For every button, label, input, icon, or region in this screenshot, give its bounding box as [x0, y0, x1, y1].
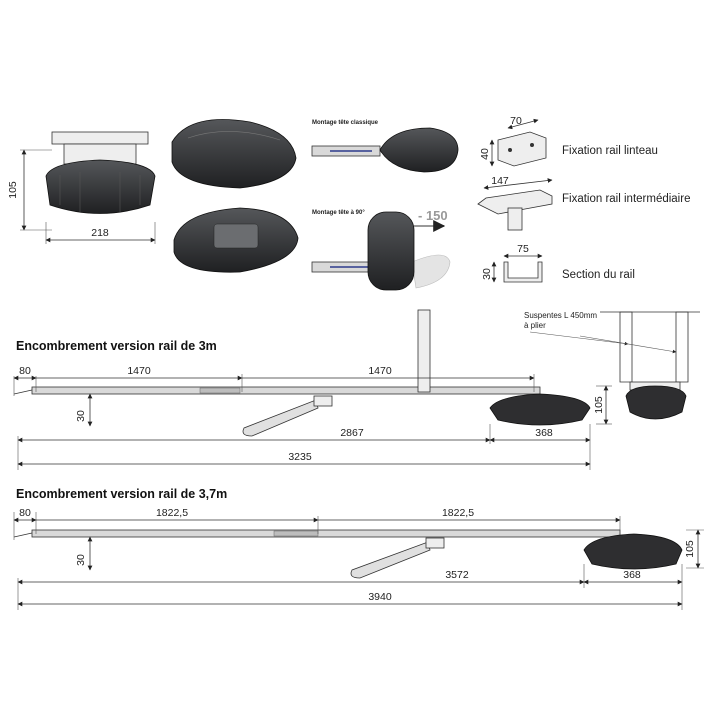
motor-front-view [45, 131, 156, 214]
rotated-mount-offset: - 150 [418, 208, 448, 223]
rail-37m-dimensions: 80 1822,5 1822,5 30 3572 368 3940 105 [13, 507, 704, 610]
classic-mount-view: Montage tête classique [311, 120, 459, 173]
hanger-detail: Suspentes L 450mm à plier [524, 311, 700, 420]
front-view-height-value: 105 [7, 181, 19, 199]
rail-3m-total: 3235 [288, 451, 312, 463]
rail-37m-travel: 3572 [445, 569, 469, 581]
rail-3m-height: 30 [75, 410, 87, 422]
front-view-width-dimension: 218 [45, 222, 156, 244]
rotated-mount-view: Montage tête à 90° - 150 [311, 208, 451, 291]
motor-housing [45, 159, 156, 214]
rail-3m-rail [31, 386, 541, 395]
rail-section-part: 75 30 Section du rail [481, 243, 635, 283]
rail-37m-height: 30 [75, 554, 87, 566]
rail-3m-seg1: 1470 [127, 365, 151, 377]
intermediate-fixing-part: 147 Fixation rail intermédiaire [477, 175, 690, 231]
rail-37m-section: Encombrement version rail de 3,7m [13, 487, 683, 579]
rail-37m-seg2: 1822,5 [442, 507, 474, 519]
rail-37m-arm [350, 541, 431, 579]
rail-section-label: Section du rail [562, 269, 635, 281]
rail-37m-title: Encombrement version rail de 3,7m [16, 487, 227, 501]
rail-section-height: 30 [481, 268, 493, 280]
hanger-note-line1: Suspentes L 450mm [524, 311, 597, 320]
rail-37m-head: 368 [623, 569, 641, 581]
rail-3m-section: Encombrement version rail de 3m [13, 309, 591, 437]
rail-37m-head-height: 105 [684, 540, 696, 558]
motor-render-top [171, 119, 297, 189]
rail-37m-rail [31, 529, 621, 538]
rail-section-width: 75 [517, 243, 529, 255]
rail-37m-total: 3940 [368, 591, 392, 603]
rail-3m-arm [242, 399, 319, 437]
rail-37m-seg1: 1822,5 [156, 507, 188, 519]
lintel-fixing-width: 70 [510, 115, 522, 127]
rail-3m-motor [489, 393, 591, 426]
mounting-bracket [51, 131, 149, 145]
motor-render-bottom [173, 207, 299, 273]
rail-3m-hanger [417, 309, 431, 393]
lintel-fixing-label: Fixation rail linteau [562, 145, 658, 157]
rail-3m-dimensions: 80 1470 1470 30 2867 368 3235 105 [13, 365, 612, 470]
hanger-note-line2: à plier [524, 321, 546, 330]
front-view-width-value: 218 [91, 227, 109, 239]
classic-mount-caption: Montage tête classique [312, 120, 379, 126]
rotated-mount-caption: Montage tête à 90° [312, 210, 365, 216]
rail-3m-title: Encombrement version rail de 3m [16, 339, 217, 353]
rail-37m-front: 80 [19, 507, 31, 519]
rail-3m-head: 368 [535, 427, 553, 439]
rail-37m-motor [583, 533, 683, 570]
lintel-fixing-part: 70 40 Fixation rail linteau [479, 115, 658, 167]
rail-3m-front: 80 [19, 365, 31, 377]
rail-3m-travel: 2867 [340, 427, 364, 439]
intermediate-fixing-label: Fixation rail intermédiaire [562, 193, 690, 205]
rail-3m-head-height: 105 [593, 396, 605, 414]
lintel-fixing-height: 40 [479, 148, 491, 160]
intermediate-fixing-width: 147 [491, 175, 509, 187]
rail-3m-seg2: 1470 [368, 365, 392, 377]
front-view-height-dimension: 105 [7, 149, 52, 231]
